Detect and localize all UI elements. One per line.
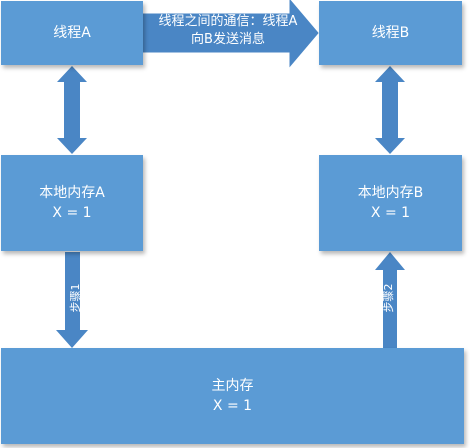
step1-arrow (56, 252, 88, 348)
main-memory-box: 主内存 X = 1 (1, 348, 464, 444)
main-memory-value: X = 1 (212, 398, 253, 414)
double-arrow-a (57, 66, 87, 154)
local-memory-b-value: X = 1 (370, 205, 411, 221)
local-memory-b-label: 本地内存B (357, 185, 424, 201)
main-memory-label: 主内存 (211, 378, 254, 394)
local-memory-a-box: 本地内存A X = 1 (1, 155, 143, 251)
thread-a-label: 线程A (53, 25, 91, 41)
message-line1: 线程之间的通信：线程A (158, 14, 298, 29)
local-memory-a-value: X = 1 (52, 205, 92, 221)
local-memory-b-box: 本地内存B X = 1 (319, 155, 462, 251)
double-arrow-b (375, 66, 405, 154)
message-label: 线程之间的通信：线程A 向B发送消息 (143, 13, 313, 49)
step2-label: 步骤2 (382, 283, 395, 313)
message-line2: 向B发送消息 (191, 32, 265, 47)
thread-b-box: 线程B (319, 1, 462, 65)
thread-b-label: 线程B (371, 25, 410, 41)
thread-a-box: 线程A (1, 1, 143, 65)
local-memory-a-label: 本地内存A (39, 185, 105, 201)
step2-arrow (375, 252, 405, 348)
message-arrow (142, 0, 319, 68)
step1-label: 步骤1 (69, 283, 82, 313)
